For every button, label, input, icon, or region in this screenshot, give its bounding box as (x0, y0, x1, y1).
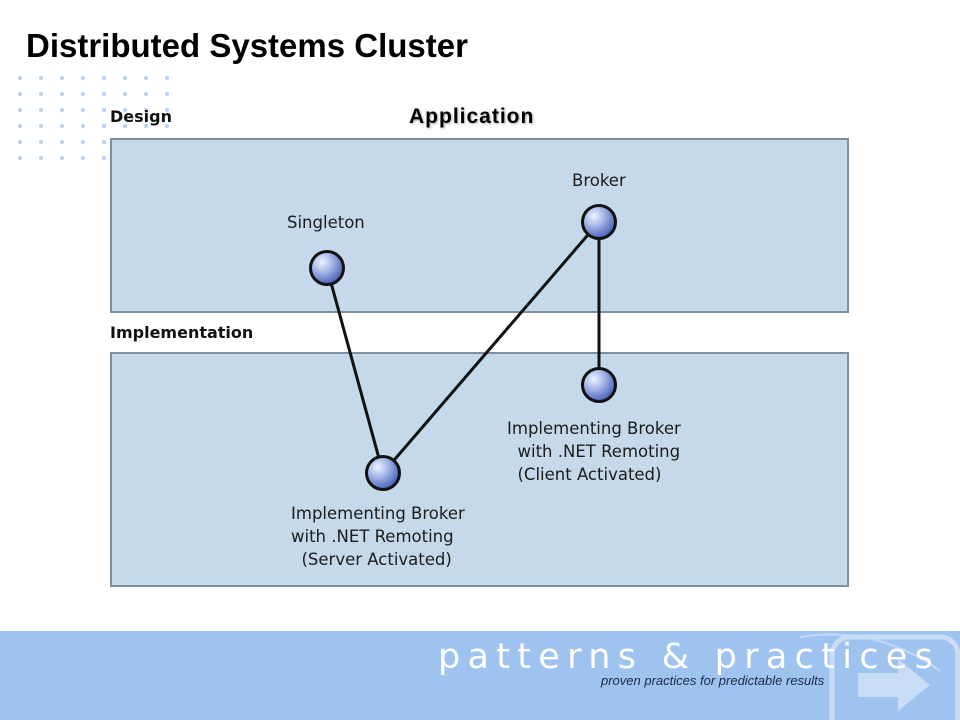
server-broker-node-label: Implementing Broker with .NET Remoting (… (291, 504, 465, 569)
design-section-label: Design (110, 107, 172, 126)
broker-node-icon (581, 204, 617, 240)
singleton-node-label: Singleton (287, 213, 365, 232)
decorative-dot-grid (18, 76, 186, 160)
brand-tagline: proven practices for predictable results (601, 673, 825, 688)
edges-layer (325, 221, 601, 474)
broker-node-label: Broker (572, 171, 626, 190)
design-panel (110, 138, 849, 313)
server-broker-node-icon (365, 455, 401, 491)
nodes-layer (309, 204, 617, 491)
brand-wordmark: patterns & practices (438, 637, 941, 677)
singleton-node-icon (309, 250, 345, 286)
footer-banner: patterns & practices proven practices fo… (0, 631, 960, 720)
client-broker-node-icon (581, 367, 617, 403)
application-heading: Application (409, 105, 535, 128)
implementation-panel (110, 352, 849, 587)
edge-broker-to-server-broker (381, 221, 601, 474)
page-title: Distributed Systems Cluster (26, 27, 468, 64)
client-broker-node-label: Implementing Broker with .NET Remoting (… (507, 419, 681, 484)
edge-singleton-to-server-broker (325, 267, 385, 474)
implementation-section-label: Implementation (110, 323, 254, 342)
arrow-right-icon (800, 633, 960, 720)
